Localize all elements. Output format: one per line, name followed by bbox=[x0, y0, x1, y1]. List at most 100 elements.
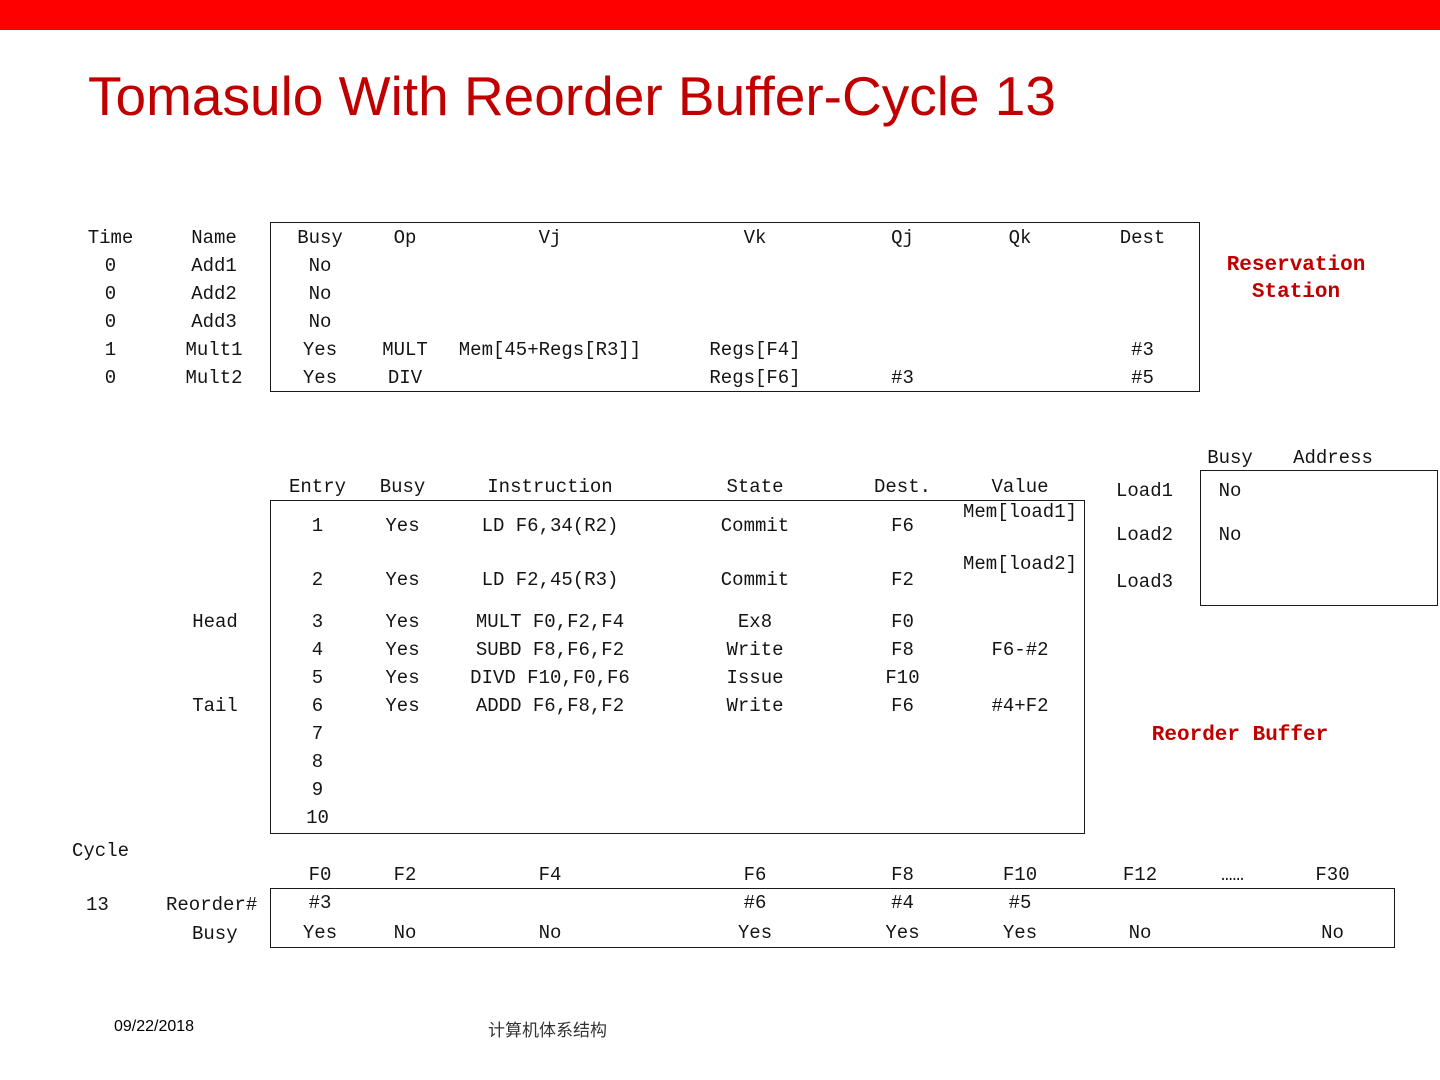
cell-entry: 7 bbox=[311, 723, 324, 745]
reorder-f12 bbox=[1085, 888, 1195, 918]
cell-entry: 3 bbox=[311, 611, 324, 633]
page-title: Tomasulo With Reorder Buffer-Cycle 13 bbox=[88, 65, 1056, 127]
cycle-value: 13 bbox=[86, 894, 109, 916]
register-ellipsis: …… bbox=[1221, 864, 1244, 886]
cell-instruction: LD F6,34(R2) bbox=[481, 515, 619, 537]
load-busy: No bbox=[1218, 524, 1242, 546]
rob-pointer bbox=[160, 636, 270, 664]
cell-value bbox=[955, 720, 1085, 748]
cell-dest bbox=[1085, 252, 1200, 280]
cell-value: Mem[load1] bbox=[962, 501, 1078, 523]
reorder-f8: #4 bbox=[891, 892, 914, 914]
rob-header-busy: Busy bbox=[379, 476, 426, 498]
cell-vj bbox=[440, 364, 660, 392]
busy-f6: Yes bbox=[737, 922, 773, 944]
cell-instruction: MULT F0,F2,F4 bbox=[475, 611, 625, 633]
load-name: Load1 bbox=[1116, 480, 1174, 502]
rob-pointer bbox=[160, 720, 270, 748]
cell-busy: Yes bbox=[385, 667, 420, 689]
cell-dest bbox=[850, 776, 955, 804]
cell-qk bbox=[955, 252, 1085, 280]
load-header-address: Address bbox=[1293, 447, 1373, 469]
rob-pointer bbox=[160, 804, 270, 832]
cell-entry: 6 bbox=[311, 695, 324, 717]
rob-pointer bbox=[160, 776, 270, 804]
top-red-bar bbox=[0, 0, 1440, 30]
cell-dest: F8 bbox=[891, 639, 914, 661]
cell-entry: 5 bbox=[311, 667, 324, 689]
cell-busy: No bbox=[308, 255, 332, 277]
cell-time: 0 bbox=[104, 283, 117, 305]
cell-qk bbox=[955, 364, 1085, 392]
rob-header-entry: Entry bbox=[288, 476, 346, 498]
load-buffer-table: Busy Address Load1 No Load2 No Load3 bbox=[1110, 446, 1408, 606]
cell-vj bbox=[440, 252, 660, 280]
rs-header-qj: Qj bbox=[891, 227, 914, 249]
cell-op bbox=[370, 252, 440, 280]
cell-dest bbox=[850, 720, 955, 748]
busy-f2: No bbox=[393, 922, 417, 944]
rs-header-time: Time bbox=[87, 227, 134, 249]
rob-tail-pointer: Tail bbox=[192, 695, 238, 717]
cell-instruction bbox=[440, 748, 660, 776]
cell-instruction: SUBD F8,F6,F2 bbox=[475, 639, 625, 661]
cell-instruction: ADDD F6,F8,F2 bbox=[475, 695, 625, 717]
cell-busy bbox=[365, 720, 440, 748]
cell-state: Issue bbox=[726, 667, 784, 689]
register-col-f10: F10 bbox=[1002, 864, 1038, 886]
cell-name: Add2 bbox=[191, 283, 237, 305]
reorder-f6: #6 bbox=[743, 892, 767, 914]
rs-header-dest: Dest bbox=[1119, 227, 1166, 249]
cell-name: Mult1 bbox=[185, 339, 243, 361]
cell-busy: No bbox=[308, 283, 332, 305]
cell-name: Add3 bbox=[191, 311, 237, 333]
busy-f4: No bbox=[538, 922, 562, 944]
cell-busy: Yes bbox=[385, 639, 420, 661]
reorder-buffer-table: Entry Busy Instruction State Dest. Value… bbox=[160, 474, 1085, 832]
register-col-f4: F4 bbox=[538, 864, 562, 886]
cell-time: 0 bbox=[104, 311, 117, 333]
reservation-station-label: Reservation Station bbox=[1208, 252, 1384, 306]
rs-header-name: Name bbox=[191, 227, 237, 249]
rs-header-vj: Vj bbox=[538, 227, 562, 249]
load-buffer-box bbox=[1200, 470, 1438, 606]
cell-name: Add1 bbox=[191, 255, 237, 277]
cell-value bbox=[955, 776, 1085, 804]
reservation-station-box bbox=[270, 222, 1200, 392]
cell-dest: #3 bbox=[1131, 339, 1154, 361]
busy-f8: Yes bbox=[885, 922, 920, 944]
rob-header-instruction: Instruction bbox=[487, 476, 613, 498]
rob-head-pointer: Head bbox=[192, 611, 238, 633]
cell-state bbox=[660, 776, 850, 804]
register-col-f6: F6 bbox=[743, 864, 767, 886]
cell-dest: F2 bbox=[891, 569, 914, 591]
cell-value bbox=[955, 748, 1085, 776]
cell-busy: Yes bbox=[302, 339, 338, 361]
cell-state: Write bbox=[726, 695, 784, 717]
cell-qj bbox=[850, 308, 955, 336]
footer-date: 09/22/2018 bbox=[114, 1018, 195, 1035]
cell-dest bbox=[1085, 280, 1200, 308]
cell-busy: No bbox=[308, 311, 332, 333]
cell-state bbox=[660, 804, 850, 832]
cell-instruction bbox=[440, 804, 660, 832]
busy-f10: Yes bbox=[1002, 922, 1038, 944]
cell-vj bbox=[440, 280, 660, 308]
cell-vk bbox=[660, 308, 850, 336]
cell-vj: Mem[45+Regs[R3]] bbox=[458, 339, 642, 361]
cell-op bbox=[370, 280, 440, 308]
cell-time: 1 bbox=[104, 339, 117, 361]
rs-header-op: Op bbox=[393, 227, 417, 249]
reorder-f4 bbox=[440, 888, 660, 918]
cell-vk: Regs[F4] bbox=[709, 339, 801, 361]
register-status-table: F0 F2 F4 F6 F8 F10 F12 …… F30 #3 #6 #4 #… bbox=[270, 862, 1395, 948]
cell-entry: 4 bbox=[311, 639, 324, 661]
cell-entry: 10 bbox=[306, 807, 329, 829]
load-busy bbox=[1202, 558, 1258, 606]
rob-pointer bbox=[160, 500, 270, 552]
footer-course-title: 计算机体系结构 bbox=[488, 1021, 607, 1040]
cell-busy: Yes bbox=[385, 515, 420, 537]
reorder-f30 bbox=[1270, 888, 1395, 918]
cell-qj: #3 bbox=[891, 367, 914, 389]
cell-entry: 9 bbox=[311, 779, 324, 801]
